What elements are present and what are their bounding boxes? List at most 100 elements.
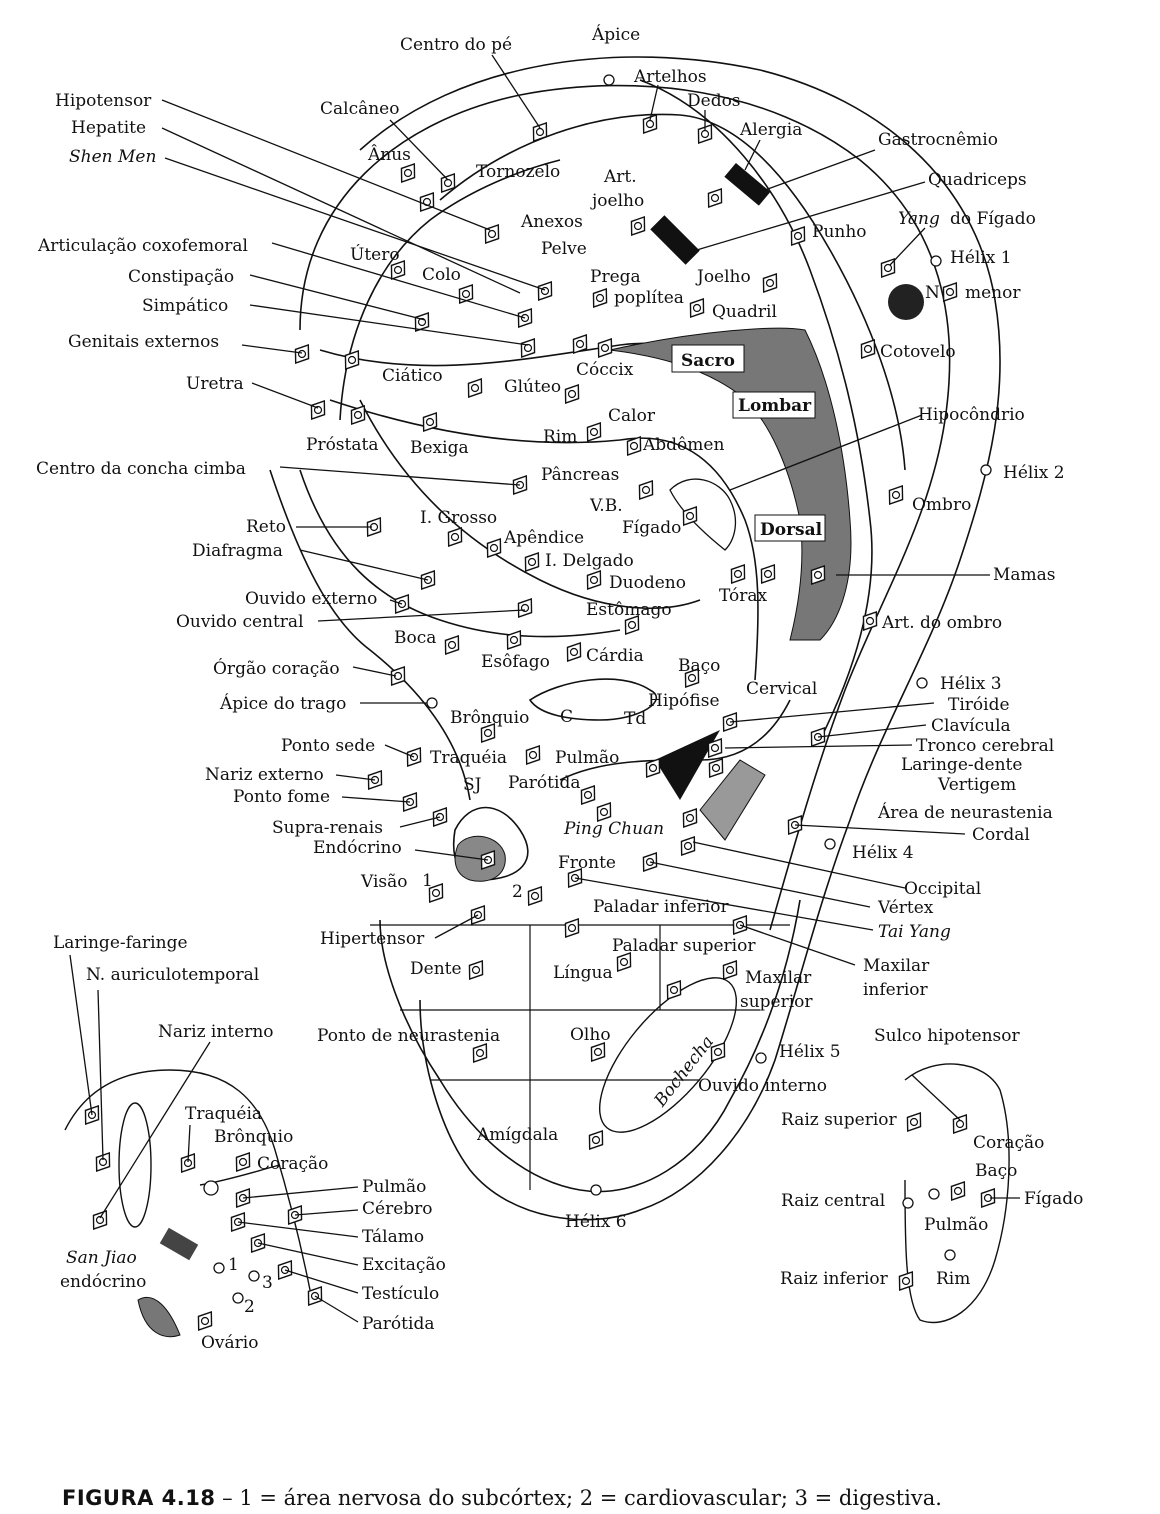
concha-inner-rim: [359, 399, 701, 609]
acupoint-marker-center: [589, 575, 599, 585]
acupoint-marker: [616, 952, 632, 972]
label-nariz-externo: Nariz externo: [205, 765, 324, 785]
label-paladar-superior: Paladar superior: [612, 936, 756, 956]
acupoint-marker-center: [483, 728, 493, 738]
label-abdomen: Abdômen: [642, 435, 724, 455]
acupoint-marker: [684, 668, 700, 688]
acupoint-marker-center: [593, 1047, 603, 1057]
acupoint-marker-center: [471, 965, 481, 975]
label-paladar-inferior: Paladar inferior: [593, 897, 729, 917]
acupoint-marker-center: [238, 1157, 248, 1167]
acupoint-marker-center: [619, 957, 629, 967]
dorso-ellipse: [118, 1102, 152, 1228]
acupoint-marker: [92, 1210, 108, 1230]
acupoint-marker: [596, 802, 612, 822]
label-centro-concha: Centro da concha cimba: [36, 459, 246, 479]
acupoint-marker-center: [403, 168, 413, 178]
acupoint-marker-center: [710, 743, 720, 753]
acupoint-marker-center: [397, 599, 407, 609]
label-shen-men: Shen Men: [69, 147, 156, 167]
acupoint-marker-center: [567, 923, 577, 933]
label-articulacao: Articulação coxofemoral: [37, 236, 248, 256]
acupoint-marker-center: [535, 127, 545, 137]
concha-lower: [329, 399, 759, 681]
label-art: Art.: [603, 167, 637, 187]
label-hipertensor: Hipertensor: [320, 929, 425, 949]
acupoint-marker: [697, 124, 713, 144]
label-laringe-dente: Laringe-dente: [901, 755, 1022, 775]
label-gluteo: Glúteo: [504, 377, 561, 397]
label-num1-main: 1: [422, 871, 433, 891]
acupoint-marker-center: [629, 441, 639, 451]
acupoint-marker: [428, 883, 444, 903]
label-estomago: Estômago: [586, 600, 672, 620]
acupoint-marker-center: [600, 343, 610, 353]
acupoint-marker-center: [313, 405, 323, 415]
label-ovario: Ovário: [201, 1333, 258, 1353]
label-lingua: Língua: [553, 963, 613, 983]
label-supra-renais: Supra-renais: [272, 818, 383, 838]
label-hipofise: Hipófise: [648, 691, 720, 711]
helix-inner-contour: [299, 84, 951, 931]
acupoint-marker: [235, 1152, 251, 1172]
acupoint-marker: [472, 1043, 488, 1063]
acupoint-marker: [344, 350, 360, 370]
lobule-grid: [370, 924, 790, 1190]
acupoint-marker: [666, 980, 682, 1000]
acupoint-marker: [586, 422, 602, 442]
label-rim-r: Rim: [936, 1269, 970, 1289]
label-figado-r: Fígado: [1024, 1189, 1083, 1209]
label-coracao-r: Coração: [973, 1133, 1044, 1153]
label-sacro: Sacro: [681, 351, 735, 371]
acupoint-marker-center: [423, 575, 433, 585]
acupoint-marker-center: [575, 339, 585, 349]
acupoint-marker: [484, 224, 500, 244]
label-cardia: Cárdia: [586, 646, 644, 666]
tronco-cerebral-wedge: [655, 730, 720, 800]
label-helix4: Hélix 4: [852, 843, 914, 863]
label-quadril: Quadril: [712, 302, 777, 322]
label-helix1: Hélix 1: [950, 248, 1012, 268]
acupoint-marker: [862, 611, 878, 631]
acupoint-marker-center: [310, 1291, 320, 1301]
acupoint-marker-center: [347, 355, 357, 365]
label-num3-back: 3: [262, 1273, 273, 1293]
label-joelho-top: joelho: [590, 191, 644, 211]
label-quadriceps: Quadriceps: [928, 170, 1027, 190]
label-i-delgado: I. Delgado: [545, 551, 634, 571]
acupoint-marker-center: [425, 417, 435, 427]
label-raiz-central: Raiz central: [781, 1191, 885, 1211]
acupoint-marker: [572, 334, 588, 354]
acupoint-marker: [414, 312, 430, 332]
label-helix3: Hélix 3: [940, 674, 1002, 694]
dorsal-box: [754, 514, 826, 542]
label-vb: V.B.: [589, 496, 623, 516]
acupoint-marker-center: [95, 1215, 105, 1225]
acupoint-marker-center: [393, 265, 403, 275]
label-helix6: Hélix 6: [565, 1212, 627, 1232]
label-punho: Punho: [812, 222, 867, 242]
label-ponto-fome: Ponto fome: [233, 787, 330, 807]
label-hepatite: Hepatite: [71, 118, 146, 138]
label-pancreas: Pâncreas: [541, 465, 619, 485]
label-utero: Útero: [350, 244, 400, 265]
acupoint-marker: [564, 384, 580, 404]
acupoint-marker: [580, 785, 596, 805]
helix-outer-contour: [359, 56, 1001, 1221]
label-apice-trago: Ápice do trago: [219, 693, 346, 714]
acupoint-marker-center: [200, 1316, 210, 1326]
label-tronco-cerebral: Tronco cerebral: [916, 736, 1054, 756]
label-num2-main: 2: [512, 882, 523, 902]
figure-number: FIGURA 4.18: [62, 1486, 216, 1510]
label-joelho: Joelho: [695, 267, 751, 287]
label-fronte: Fronte: [558, 853, 616, 873]
acupoint-marker: [682, 506, 698, 526]
acupoint-marker-center: [711, 763, 721, 773]
label-raiz-superior: Raiz superior: [781, 1110, 898, 1130]
acupoint-marker-center: [945, 287, 955, 297]
acupoint-marker: [422, 412, 438, 432]
acupoint-marker-center: [589, 427, 599, 437]
label-maxilar-sup-b: superior: [740, 992, 813, 1012]
label-coccix: Cóccix: [576, 360, 634, 380]
acupoint-marker: [762, 273, 778, 293]
